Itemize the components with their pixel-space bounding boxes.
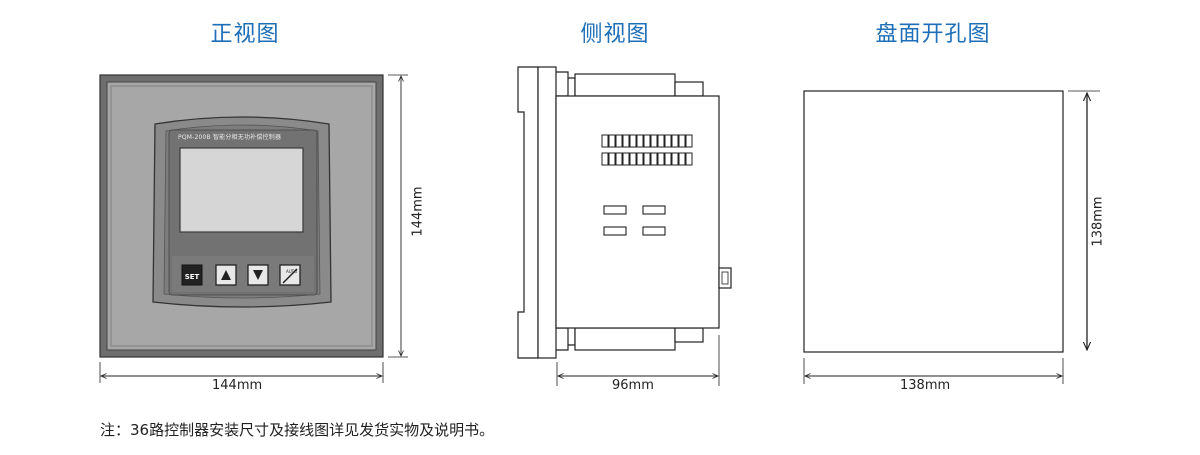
front-height-label: 144mm xyxy=(410,186,426,237)
front-width-label: 144mm xyxy=(212,378,263,393)
front-view: SET AUTO xyxy=(99,74,408,383)
side-top-clip xyxy=(556,71,569,97)
up-arrow-icon xyxy=(221,270,231,280)
side-depth-label: 96mm xyxy=(612,378,654,393)
title-side-view: 侧视图 xyxy=(580,22,650,47)
svg-text:AUTO: AUTO xyxy=(286,269,297,274)
down-arrow-icon xyxy=(253,270,263,280)
footnote: 注：36路控制器安装尺寸及接线图详见发货实物及说明书。 xyxy=(100,421,495,439)
lcd-screen xyxy=(179,147,304,233)
title-front-view: 正视图 xyxy=(210,22,280,47)
device-model-label: PQM-200B 智能分相无功补偿控制器 xyxy=(178,134,282,141)
set-button xyxy=(181,264,203,286)
terminal-row-bottom xyxy=(601,152,693,166)
cutout-height-label: 138mm xyxy=(1090,196,1106,247)
auto-slash-icon xyxy=(282,268,298,284)
cutout-width-label: 138mm xyxy=(900,378,951,393)
front-inner-line xyxy=(110,85,373,347)
set-button-label: SET xyxy=(185,273,200,281)
side-front-flange xyxy=(517,66,539,359)
side-bezel-edge xyxy=(537,66,557,359)
cutout-view xyxy=(803,90,1100,384)
side-body xyxy=(555,95,720,329)
cutout-square xyxy=(803,90,1064,353)
side-bottom-clip xyxy=(556,327,569,351)
title-cutout-view: 盘面开孔图 xyxy=(875,22,991,47)
side-slots xyxy=(603,205,666,236)
terminal-row-top xyxy=(601,134,693,148)
side-view xyxy=(517,66,732,386)
